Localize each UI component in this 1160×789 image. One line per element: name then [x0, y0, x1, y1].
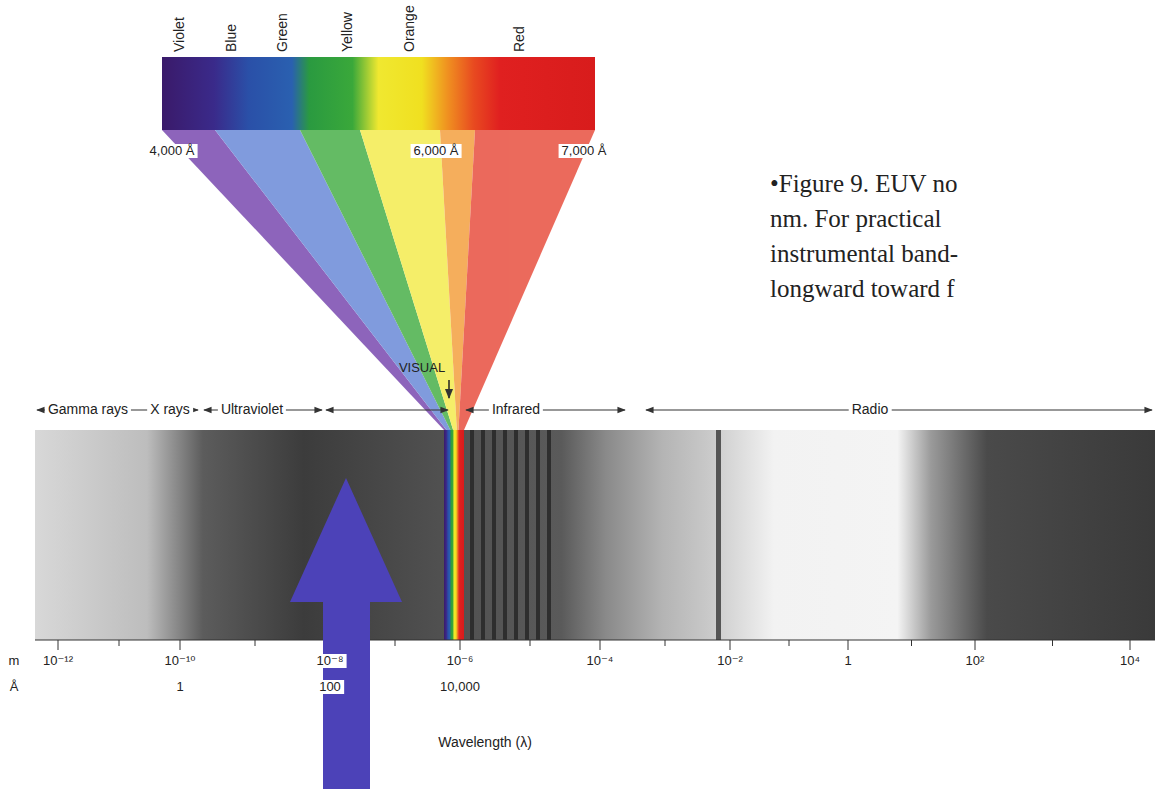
minor-tick — [1052, 640, 1053, 646]
minor-tick — [665, 640, 666, 646]
major-tick — [848, 640, 849, 650]
minor-tick — [911, 640, 912, 646]
major-tick — [180, 640, 181, 650]
fan-slice — [458, 130, 595, 430]
major-tick — [58, 640, 59, 650]
axis-unit: m — [9, 654, 20, 668]
minor-tick — [255, 640, 256, 646]
region-name: Infrared — [489, 402, 543, 417]
tick-label: 100 — [316, 680, 344, 694]
tick-label: 10⁻⁸ — [314, 654, 347, 668]
region-name: X rays — [147, 402, 193, 417]
major-tick — [460, 640, 461, 650]
color-name: Orange — [402, 5, 417, 52]
axis-ticks — [58, 640, 1130, 650]
figure-caption-line: nm. For practical — [770, 205, 941, 233]
axis-unit: Å — [10, 680, 19, 694]
spectrum-band — [35, 430, 1155, 640]
visual-label: VISUAL — [399, 361, 445, 375]
tick-label: 10⁻¹⁰ — [165, 654, 196, 668]
stripe — [470, 430, 474, 640]
region-name: Radio — [849, 402, 892, 417]
minor-tick — [789, 640, 790, 646]
color-name: Red — [512, 26, 527, 52]
visual-arrow — [448, 380, 450, 398]
figure-caption-line: longward toward f — [770, 275, 955, 303]
infrared-stripes — [470, 430, 551, 640]
tick-label: 10² — [966, 654, 985, 668]
tick-label: 10⁻⁴ — [587, 654, 614, 668]
tick-label: 10⁻¹² — [43, 654, 73, 668]
wavelength-mark: 6,000 Å — [411, 144, 462, 158]
spectrum-fan — [162, 130, 595, 430]
stripe — [525, 430, 529, 640]
pointer-arrow — [290, 478, 402, 789]
color-name: Violet — [172, 17, 187, 52]
minor-tick — [395, 640, 396, 646]
visible-spectrum-bar — [162, 57, 595, 130]
region-name: Gamma rays — [45, 402, 131, 417]
tick-label: 10⁴ — [1120, 654, 1140, 668]
stripe — [514, 430, 518, 640]
color-name: Blue — [224, 24, 239, 52]
stripe — [481, 430, 485, 640]
region-arrows — [37, 409, 1152, 410]
minor-tick — [530, 640, 531, 646]
tick-label: 10⁻² — [717, 654, 743, 668]
axis-line — [35, 640, 1155, 641]
wavelength-mark: 4,000 Å — [147, 144, 198, 158]
stripe — [492, 430, 496, 640]
tick-label: 1 — [176, 680, 183, 694]
band-line — [716, 430, 721, 640]
minor-tick — [119, 640, 120, 646]
major-tick — [975, 640, 976, 650]
stripe — [547, 430, 551, 640]
stripe — [536, 430, 540, 640]
tick-label: 10,000 — [440, 680, 480, 694]
fan-slice — [360, 130, 457, 430]
tick-label: 1 — [844, 654, 851, 668]
axis-title: Wavelength (λ) — [438, 735, 532, 750]
color-name: Yellow — [340, 12, 355, 52]
figure-caption-line: •Figure 9. EUV no — [770, 170, 957, 198]
tick-label: 10⁻⁶ — [447, 654, 474, 668]
major-tick — [600, 640, 601, 650]
stripe — [503, 430, 507, 640]
color-name: Green — [275, 13, 290, 52]
visible-strip — [444, 430, 464, 640]
wavelength-mark: 7,000 Å — [559, 144, 610, 158]
figure-caption-line: instrumental band- — [770, 240, 958, 268]
major-tick — [730, 640, 731, 650]
major-tick — [1130, 640, 1131, 650]
region-name: Ultraviolet — [218, 402, 286, 417]
